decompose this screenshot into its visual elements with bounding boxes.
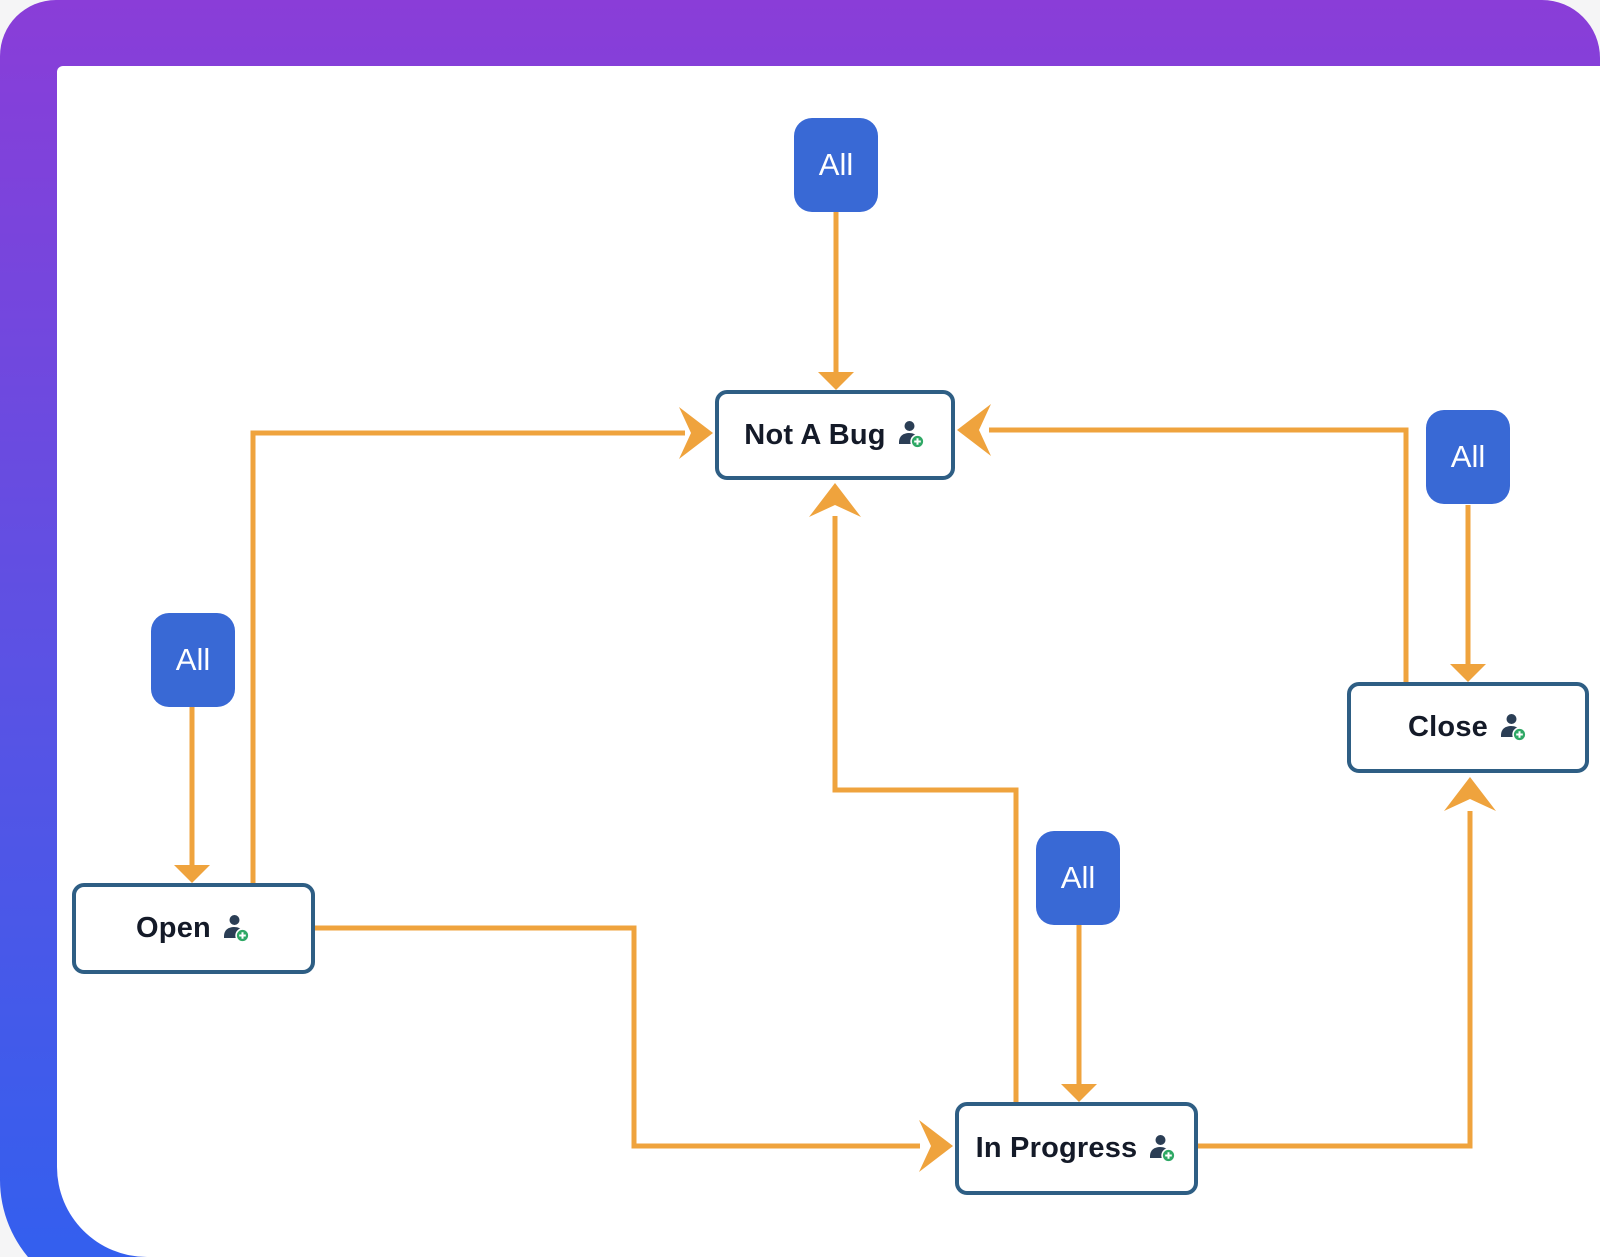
edge-line[interactable]: [250, 430, 685, 883]
badge-all-mid[interactable]: All: [1036, 831, 1120, 925]
arrowhead-down-icon: [174, 865, 210, 883]
person-add-icon[interactable]: [1498, 713, 1528, 743]
edge-all-to-in-progress[interactable]: [1061, 925, 1097, 1102]
arrowhead-down-icon: [1450, 664, 1486, 682]
edge-open-to-not-a-bug[interactable]: [250, 407, 713, 883]
arrowhead-up-icon: [809, 483, 861, 517]
arrowhead-right-icon: [679, 407, 713, 459]
edge-close-to-not-a-bug[interactable]: [957, 404, 1409, 682]
badge-all-right[interactable]: All: [1426, 410, 1510, 504]
badge-label: All: [818, 147, 854, 182]
badge-label: All: [1450, 439, 1486, 474]
node-open[interactable]: Open: [72, 883, 315, 974]
edge-all-to-not-a-bug[interactable]: [818, 212, 854, 390]
edge-line[interactable]: [1198, 811, 1473, 1149]
node-label: Open: [136, 912, 211, 944]
arrowhead-left-icon: [957, 404, 991, 456]
badge-label: All: [175, 642, 211, 677]
node-not-a-bug[interactable]: Not A Bug: [715, 390, 955, 480]
arrowhead-down-icon: [818, 372, 854, 390]
node-in-progress[interactable]: In Progress: [955, 1102, 1198, 1195]
edge-line[interactable]: [315, 925, 920, 1149]
diagram-canvas[interactable]: [57, 66, 1600, 1257]
badge-label: All: [1060, 860, 1096, 895]
edge-in-progress-to-close[interactable]: [1198, 777, 1496, 1149]
arrowhead-down-icon: [1061, 1084, 1097, 1102]
person-add-icon[interactable]: [221, 914, 251, 944]
person-add-icon[interactable]: [1147, 1134, 1177, 1164]
edge-in-progress-to-not-a-bug[interactable]: [809, 483, 1019, 1102]
node-label: Not A Bug: [744, 418, 886, 451]
edge-line[interactable]: [832, 516, 1019, 1102]
node-close[interactable]: Close: [1347, 682, 1589, 773]
node-label: In Progress: [975, 1132, 1138, 1164]
edge-line[interactable]: [989, 427, 1409, 682]
edge-open-to-in-progress[interactable]: [315, 925, 953, 1172]
badge-all-left[interactable]: All: [151, 613, 235, 707]
arrowhead-right-icon: [919, 1120, 953, 1172]
person-add-icon[interactable]: [896, 420, 926, 450]
node-label: Close: [1408, 711, 1488, 743]
arrowhead-up-icon: [1444, 777, 1496, 811]
edge-all-to-close[interactable]: [1450, 505, 1486, 682]
badge-all-top[interactable]: All: [794, 118, 878, 212]
edge-all-to-open[interactable]: [174, 707, 210, 883]
